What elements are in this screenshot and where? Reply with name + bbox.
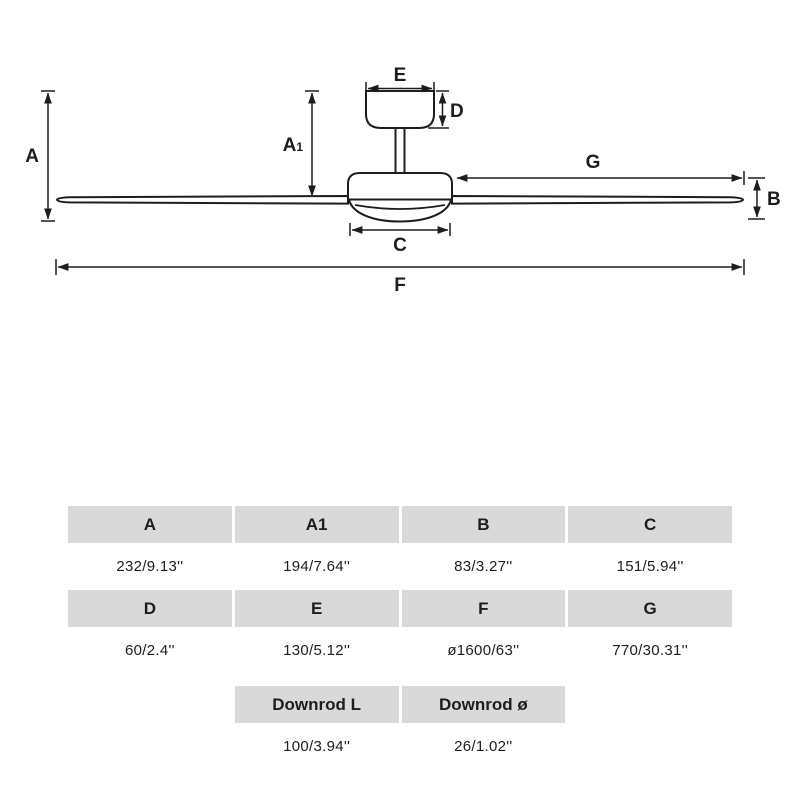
dim-a: A: [25, 90, 55, 222]
value-f: ø1600/63'': [447, 642, 520, 659]
dim-label-g: G: [586, 152, 601, 173]
value-g: 770/30.31'': [612, 642, 688, 659]
table-header-f: F: [401, 590, 566, 627]
value-b: 83/3.27'': [454, 558, 513, 575]
table-header-row-1: A A1 B C: [68, 506, 732, 543]
fan-blade-right: [451, 194, 745, 205]
dimensions-table: A A1 B C 232/9.13'' 194/7.64'' 83/3.27''…: [68, 506, 732, 770]
table-value-row-1: 232/9.13'' 194/7.64'' 83/3.27'' 151/5.94…: [68, 543, 732, 590]
fan-canopy: [365, 90, 435, 129]
table-header-downrod-l: Downrod L: [234, 686, 399, 723]
value-a1: 194/7.64'': [283, 558, 351, 575]
value-e: 130/5.12'': [283, 642, 351, 659]
table-header-e: E: [234, 590, 399, 627]
fan-blade-left: [55, 194, 349, 205]
table-header-row-2: D E F G: [68, 590, 732, 627]
dim-label-a1: A1: [283, 135, 304, 156]
fan-downrod: [394, 127, 406, 174]
dim-label-d: D: [450, 101, 464, 122]
dim-d: D: [428, 90, 464, 129]
dim-g: G: [456, 152, 745, 185]
table-header-b: B: [401, 506, 566, 543]
dim-label-f: F: [394, 275, 406, 296]
value-downrod-diameter: 26/1.02'': [454, 738, 513, 755]
dim-label-b: B: [767, 189, 781, 210]
table-header-g: G: [568, 590, 732, 627]
value-c: 151/5.94'': [616, 558, 684, 575]
value-d: 60/2.4'': [124, 642, 175, 659]
dim-a1: A1: [283, 90, 319, 197]
table-header-a: A: [68, 506, 232, 543]
fan-light-dome: [347, 198, 453, 223]
table-header-d: D: [68, 590, 232, 627]
table-header-downrod-diameter: Downrod ø: [401, 686, 566, 723]
dim-f: F: [55, 259, 745, 296]
dim-b: B: [748, 177, 781, 220]
dim-c: C: [349, 223, 451, 256]
dim-label-c: C: [393, 235, 407, 256]
dim-e: E: [365, 65, 435, 93]
fan-drawing: [55, 90, 745, 223]
value-downrod-l: 100/3.94'': [283, 738, 351, 755]
dim-label-e: E: [394, 65, 407, 86]
fan-dome-seam: [354, 204, 446, 210]
value-a: 232/9.13'': [116, 558, 184, 575]
table-header-c: C: [568, 506, 732, 543]
table-header-row-3: Downrod L Downrod ø: [68, 686, 732, 723]
table-value-row-2: 60/2.4'' 130/5.12'' ø1600/63'' 770/30.31…: [68, 627, 732, 674]
table-value-row-3: 100/3.94'' 26/1.02'': [68, 723, 732, 770]
fan-motor-housing: [347, 172, 453, 201]
dim-label-a: A: [25, 146, 39, 167]
table-header-a1: A1: [234, 506, 399, 543]
fan-dimension-diagram: E D A1 A G: [25, 65, 781, 296]
